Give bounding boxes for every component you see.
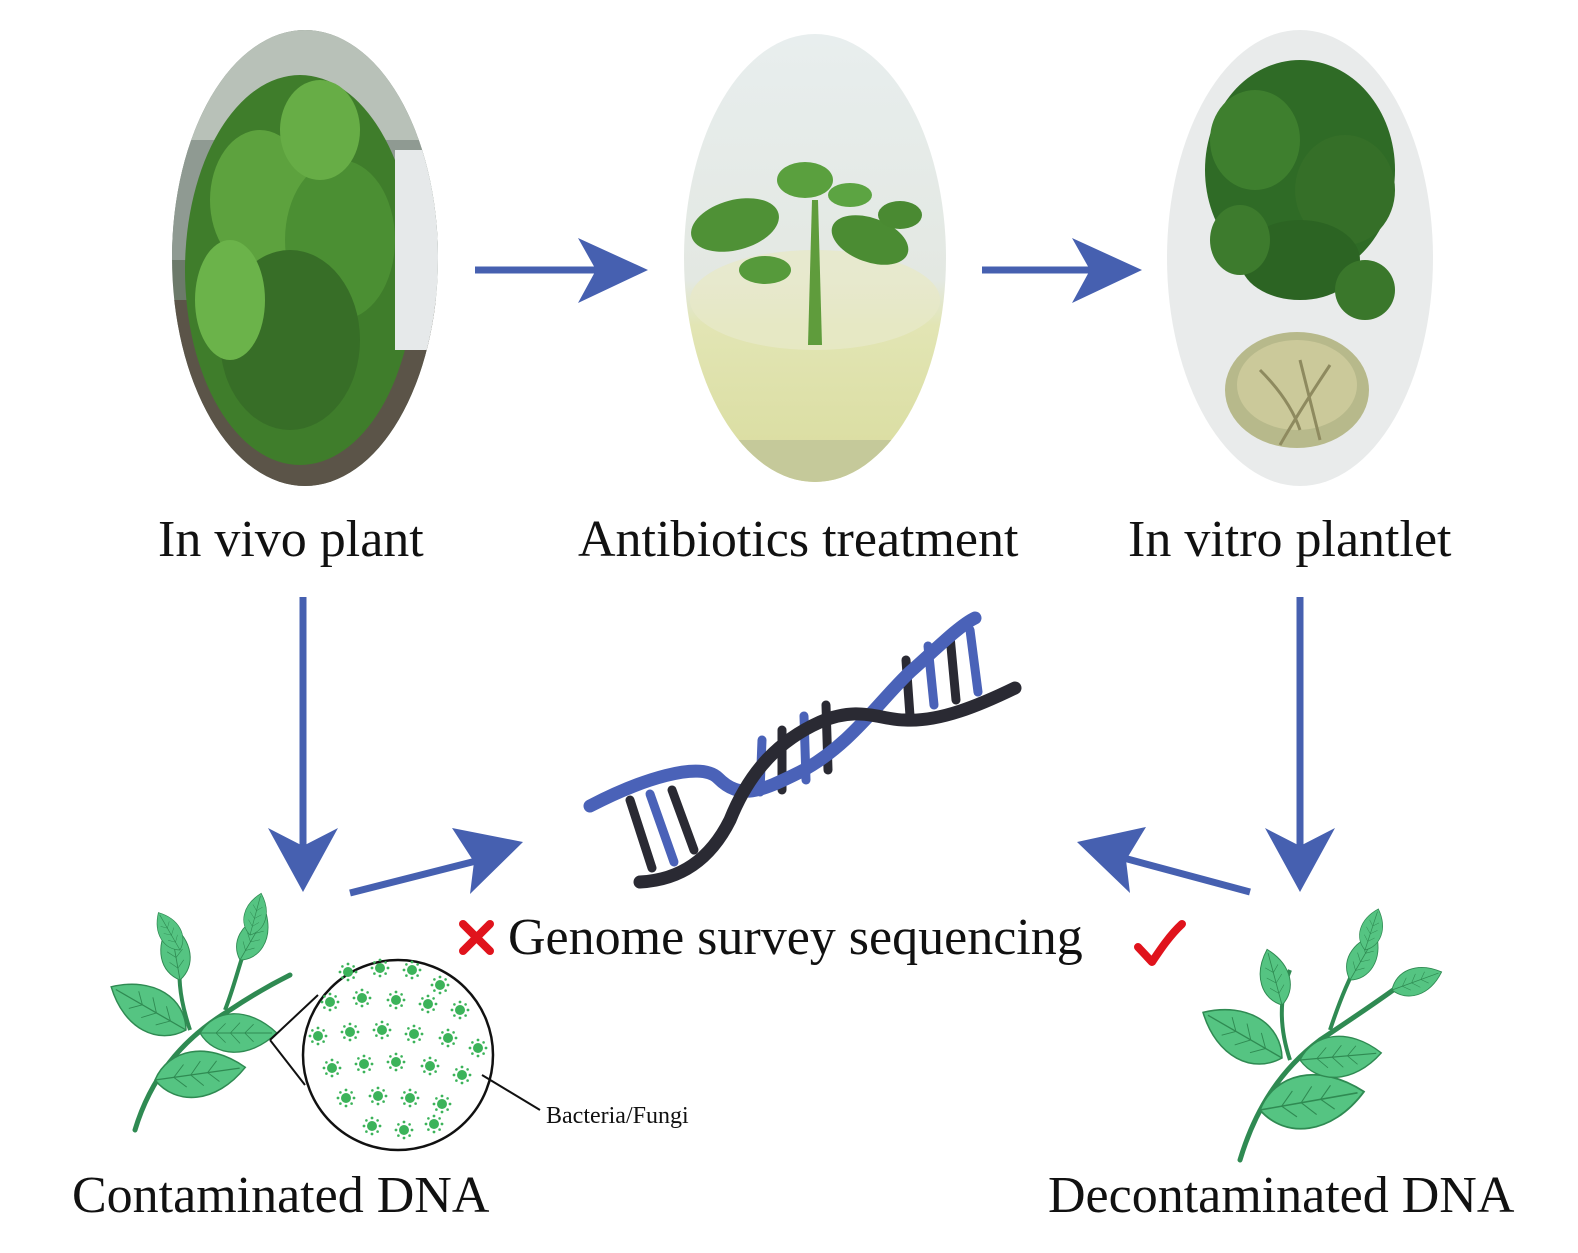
cross-icon: [459, 920, 494, 955]
arrow-antibiotics-to-invitro: [982, 238, 1142, 303]
check-icon: [1134, 920, 1186, 966]
antibiotics-treatment-label: Antibiotics treatment: [578, 511, 1019, 568]
in-vivo-plant-photo: [172, 30, 438, 486]
microbe-magnifier: [269, 958, 541, 1152]
in-vitro-plantlet-label: In vitro plantlet: [1128, 511, 1452, 568]
arrow-invivo-down: [268, 597, 338, 892]
arrow-decontaminated-to-dna: [1077, 827, 1251, 896]
dna-helix-icon: [583, 611, 1022, 889]
bacteria-fungi-label: Bacteria/Fungi: [546, 1103, 689, 1129]
decontaminated-dna-label: Decontaminated DNA: [1048, 1167, 1515, 1224]
antibiotics-treatment-photo: [684, 34, 946, 482]
contaminated-dna-label: Contaminated DNA: [72, 1167, 490, 1224]
genome-survey-sequencing-label: Genome survey sequencing: [508, 909, 1083, 966]
in-vitro-plantlet-photo: [1167, 30, 1433, 486]
in-vivo-plant-label: In vivo plant: [158, 511, 424, 568]
decontaminated-leaf-branch: [1190, 905, 1447, 1163]
arrow-invitro-down: [1265, 597, 1335, 892]
arrow-invivo-to-antibiotics: [475, 238, 648, 303]
contaminated-leaf-branch: [99, 890, 293, 1133]
arrow-contaminated-to-dna: [349, 828, 523, 897]
